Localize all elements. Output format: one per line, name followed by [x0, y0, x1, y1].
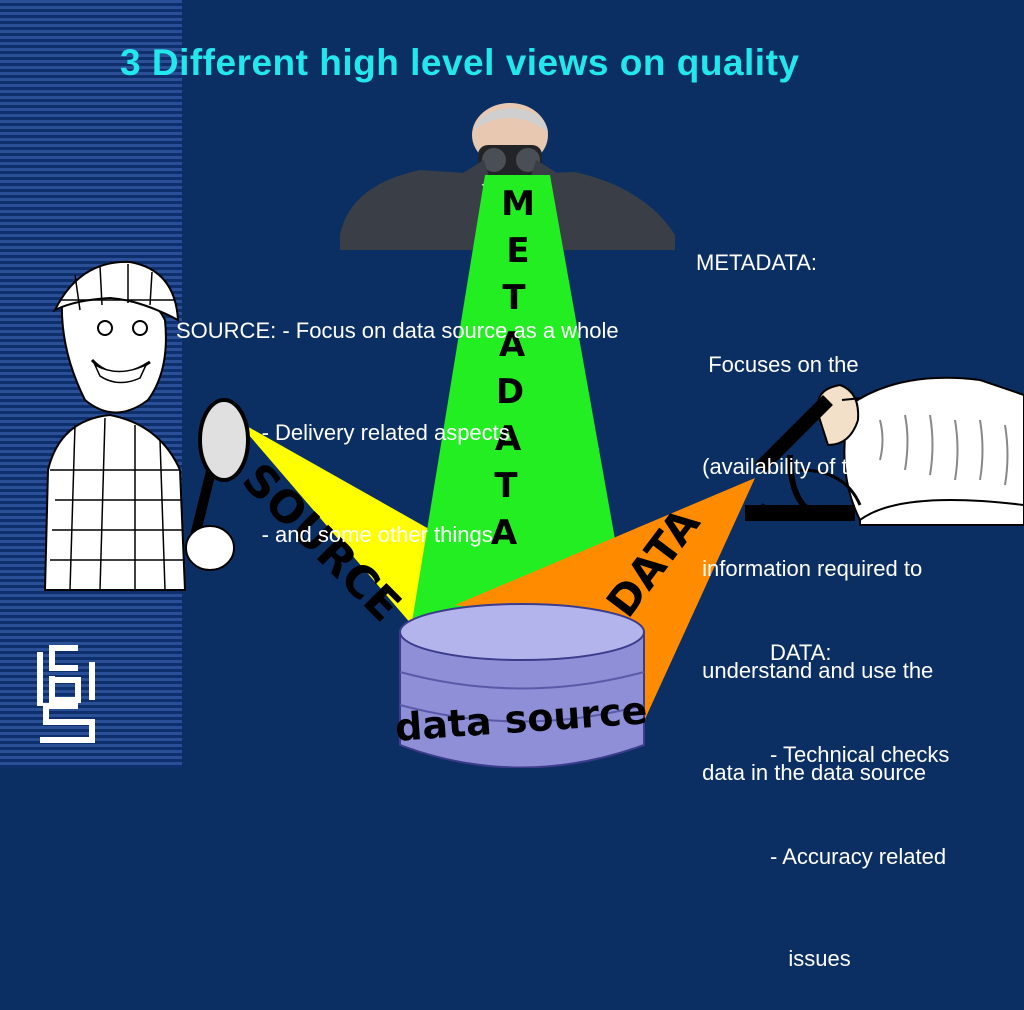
data-source-cylinder: data source — [394, 603, 649, 768]
data-description: DATA: - Technical checks - Accuracy rela… — [770, 568, 949, 1010]
data-beam — [455, 478, 755, 730]
metadata-letter: A — [495, 419, 522, 459]
metadata-line: information required to — [696, 556, 923, 581]
data-line: - Accuracy related — [770, 844, 947, 869]
data-line: issues — [770, 946, 851, 971]
metadata-letter: D — [496, 372, 524, 412]
metadata-beam-label: M E T A D A T A — [491, 184, 535, 553]
metadata-line: Focuses on the — [696, 352, 859, 377]
source-beam — [236, 420, 445, 625]
metadata-line: (availability of the) — [696, 454, 880, 479]
metadata-line: understand and use the — [696, 658, 934, 683]
scientist-with-microscope — [745, 376, 1024, 526]
metadata-letter: T — [502, 278, 526, 318]
metadata-beam — [412, 175, 628, 622]
source-description: SOURCE: - Focus on data source as a whol… — [176, 246, 619, 586]
cbs-logo — [37, 645, 95, 743]
data-line: - Technical checks — [770, 742, 950, 767]
source-line: - Delivery related aspects — [176, 420, 510, 445]
diagram: SOURCE M E T A D A T A DATA data source — [37, 103, 1024, 768]
detective-with-magnifier — [43, 260, 250, 591]
metadata-line: METADATA: — [696, 250, 817, 275]
metadata-letter: T — [494, 466, 518, 506]
slide-title: 3 Different high level views on quality — [120, 42, 800, 83]
metadata-letter: M — [501, 184, 535, 224]
source-line: SOURCE: - Focus on data source as a whol… — [176, 318, 619, 343]
metadata-letter: A — [499, 325, 526, 365]
data-line: DATA: — [770, 640, 832, 665]
metadata-letter: A — [491, 513, 518, 553]
metadata-letter: E — [506, 231, 529, 271]
source-line: - and some other things — [176, 522, 493, 547]
